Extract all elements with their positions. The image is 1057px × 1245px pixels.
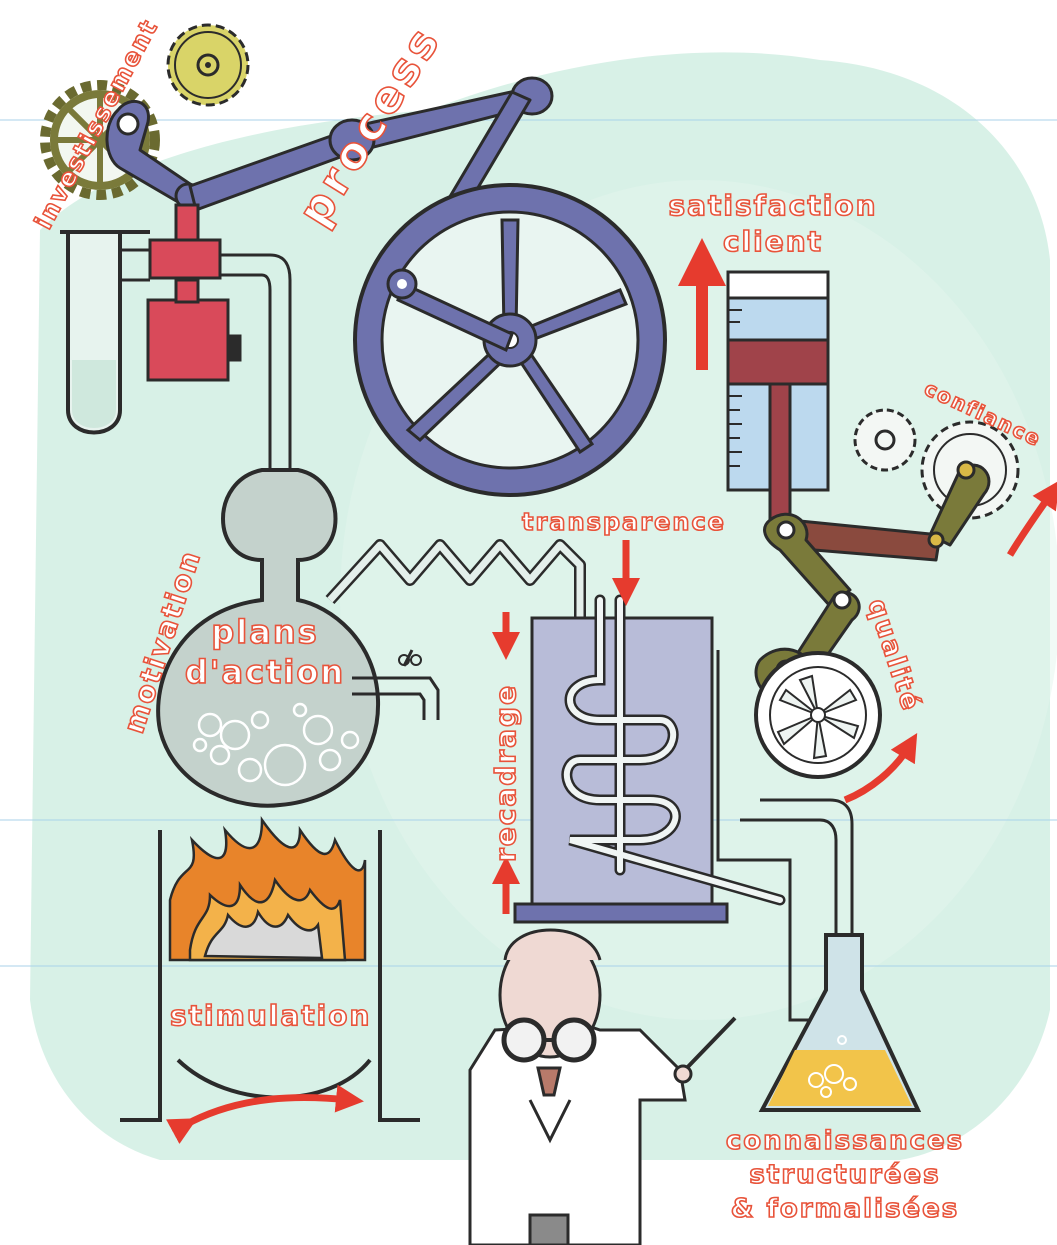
label-satisfaction: satisfaction (658, 188, 888, 224)
label-plans: plans (180, 612, 350, 652)
label-stimulation: stimulation (170, 1002, 371, 1030)
label-connaissances: connaissances structurées & formalisées (705, 1124, 985, 1226)
label-connaissances-line3: & formalisées (705, 1192, 985, 1226)
label-d-action: d'action (180, 652, 350, 692)
label-recadrage: recadrage (492, 684, 520, 862)
label-plans-action: plans d'action (180, 612, 350, 692)
yellow-gear-icon (168, 25, 248, 105)
label-connaissances-line1: connaissances (705, 1124, 985, 1158)
label-satisfaction-client: satisfaction client (658, 188, 888, 260)
small-gear-icon (855, 410, 915, 470)
measuring-cylinder (728, 272, 828, 524)
fan-wheel-icon (756, 653, 880, 777)
label-client: client (658, 224, 888, 260)
label-transparence: transparence (522, 510, 726, 534)
label-connaissances-line2: structurées (705, 1158, 985, 1192)
flywheel-icon (355, 185, 665, 495)
